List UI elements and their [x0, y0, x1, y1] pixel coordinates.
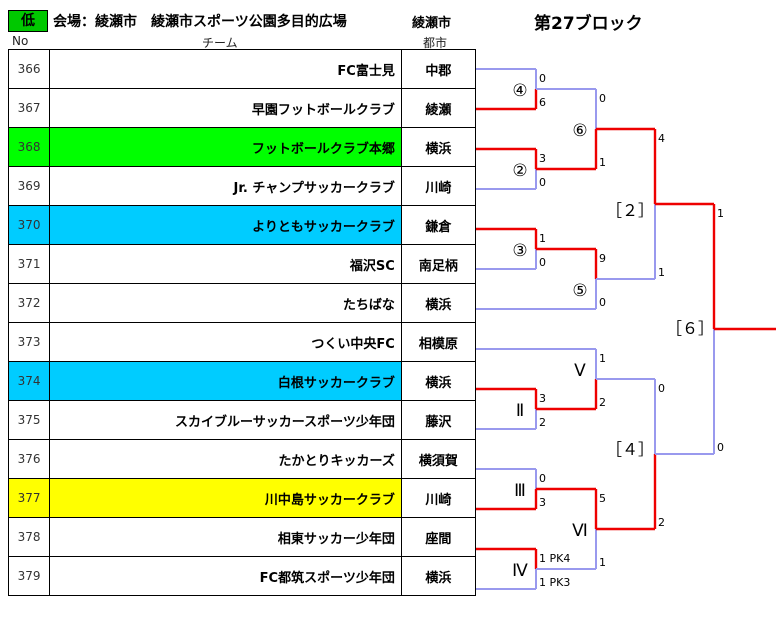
team-number: 372 [7, 283, 51, 323]
team-name: FC都筑スポーツ少年団 [49, 556, 402, 596]
team-city: 藤沢 [400, 400, 477, 440]
team-number: 375 [7, 400, 51, 440]
team-city: 綾瀬 [400, 88, 477, 128]
match-label: Ⅴ [574, 361, 586, 381]
team-number: 378 [7, 517, 51, 557]
team-city: 横浜 [400, 127, 477, 167]
col-header-no: No [12, 34, 29, 48]
team-city: 横浜 [400, 361, 477, 401]
team-number: 374 [7, 361, 51, 401]
team-city: 横浜 [400, 283, 477, 323]
col-header-city: 都市 [423, 36, 448, 50]
team-number: 369 [7, 166, 51, 206]
match-score: 0 [658, 382, 665, 395]
match-label: ［６］ [666, 319, 714, 338]
match-score: 1 PK4 [539, 552, 570, 565]
match-score: 1 [599, 156, 606, 169]
block-title: 第27ブロック [534, 14, 643, 34]
match-label: Ⅳ [512, 561, 528, 581]
match-label: Ⅱ [516, 401, 524, 421]
team-number: 377 [7, 478, 51, 518]
match-score: 0 [539, 472, 546, 485]
match-label: Ⅵ [572, 521, 588, 541]
match-score: 3 [539, 392, 546, 405]
host-city: 綾瀬市 [412, 16, 452, 31]
match-score: 3 [539, 152, 546, 165]
match-score: 2 [599, 396, 606, 409]
team-number: 379 [7, 556, 51, 596]
team-name: たちばな [49, 283, 402, 323]
match-score: 1 [599, 556, 606, 569]
match-score: 0 [539, 72, 546, 85]
match-label: ③ [512, 241, 527, 261]
match-score: 1 [599, 352, 606, 365]
team-name: つくい中央FC [49, 322, 402, 362]
match-score: 0 [599, 92, 606, 105]
level-badge: 低 [8, 10, 48, 32]
team-name: よりともサッカークラブ [49, 205, 402, 245]
team-name: 白根サッカークラブ [49, 361, 402, 401]
team-number: 366 [7, 49, 51, 89]
team-city: 鎌倉 [400, 205, 477, 245]
team-city: 中郡 [400, 49, 477, 89]
team-city: 南足柄 [400, 244, 477, 284]
team-city: 横浜 [400, 556, 477, 596]
team-name: スカイブルーサッカースポーツ少年団 [49, 400, 402, 440]
match-score: 9 [599, 252, 606, 265]
team-city: 横須賀 [400, 439, 477, 479]
match-score: 0 [539, 176, 546, 189]
match-label: ⑤ [572, 281, 587, 301]
match-score: 4 [658, 132, 665, 145]
team-name: たかとりキッカーズ [49, 439, 402, 479]
match-score: 2 [539, 416, 546, 429]
match-score: 6 [539, 96, 546, 109]
match-label: ⑥ [572, 121, 587, 141]
team-city: 川崎 [400, 478, 477, 518]
team-number: 370 [7, 205, 51, 245]
team-name: 川中島サッカークラブ [49, 478, 402, 518]
team-number: 368 [7, 127, 51, 167]
match-score: 0 [539, 256, 546, 269]
team-name: 相東サッカー少年団 [49, 517, 402, 557]
match-score: 0 [599, 296, 606, 309]
match-score: 0 [717, 441, 724, 454]
match-score: 2 [658, 516, 665, 529]
match-label: ［２］ [606, 201, 654, 220]
venue-title: 会場：綾瀬市 綾瀬市スポーツ公園多目的広場 [53, 14, 347, 30]
match-label: ［４］ [606, 440, 654, 459]
match-label: ② [512, 161, 527, 181]
match-label: ④ [512, 81, 527, 101]
match-score: 1 [717, 207, 724, 220]
team-number: 373 [7, 322, 51, 362]
team-name: フットボールクラブ本郷 [49, 127, 402, 167]
match-score: 1 [658, 266, 665, 279]
match-label: Ⅲ [514, 481, 526, 501]
team-number: 371 [7, 244, 51, 284]
team-city: 座間 [400, 517, 477, 557]
match-score: 3 [539, 496, 546, 509]
match-score: 1 PK3 [539, 576, 570, 589]
team-name: Jr. チャンプサッカークラブ [49, 166, 402, 206]
match-score: 1 [539, 232, 546, 245]
match-score: 5 [599, 492, 606, 505]
col-header-team: チーム [202, 36, 238, 50]
